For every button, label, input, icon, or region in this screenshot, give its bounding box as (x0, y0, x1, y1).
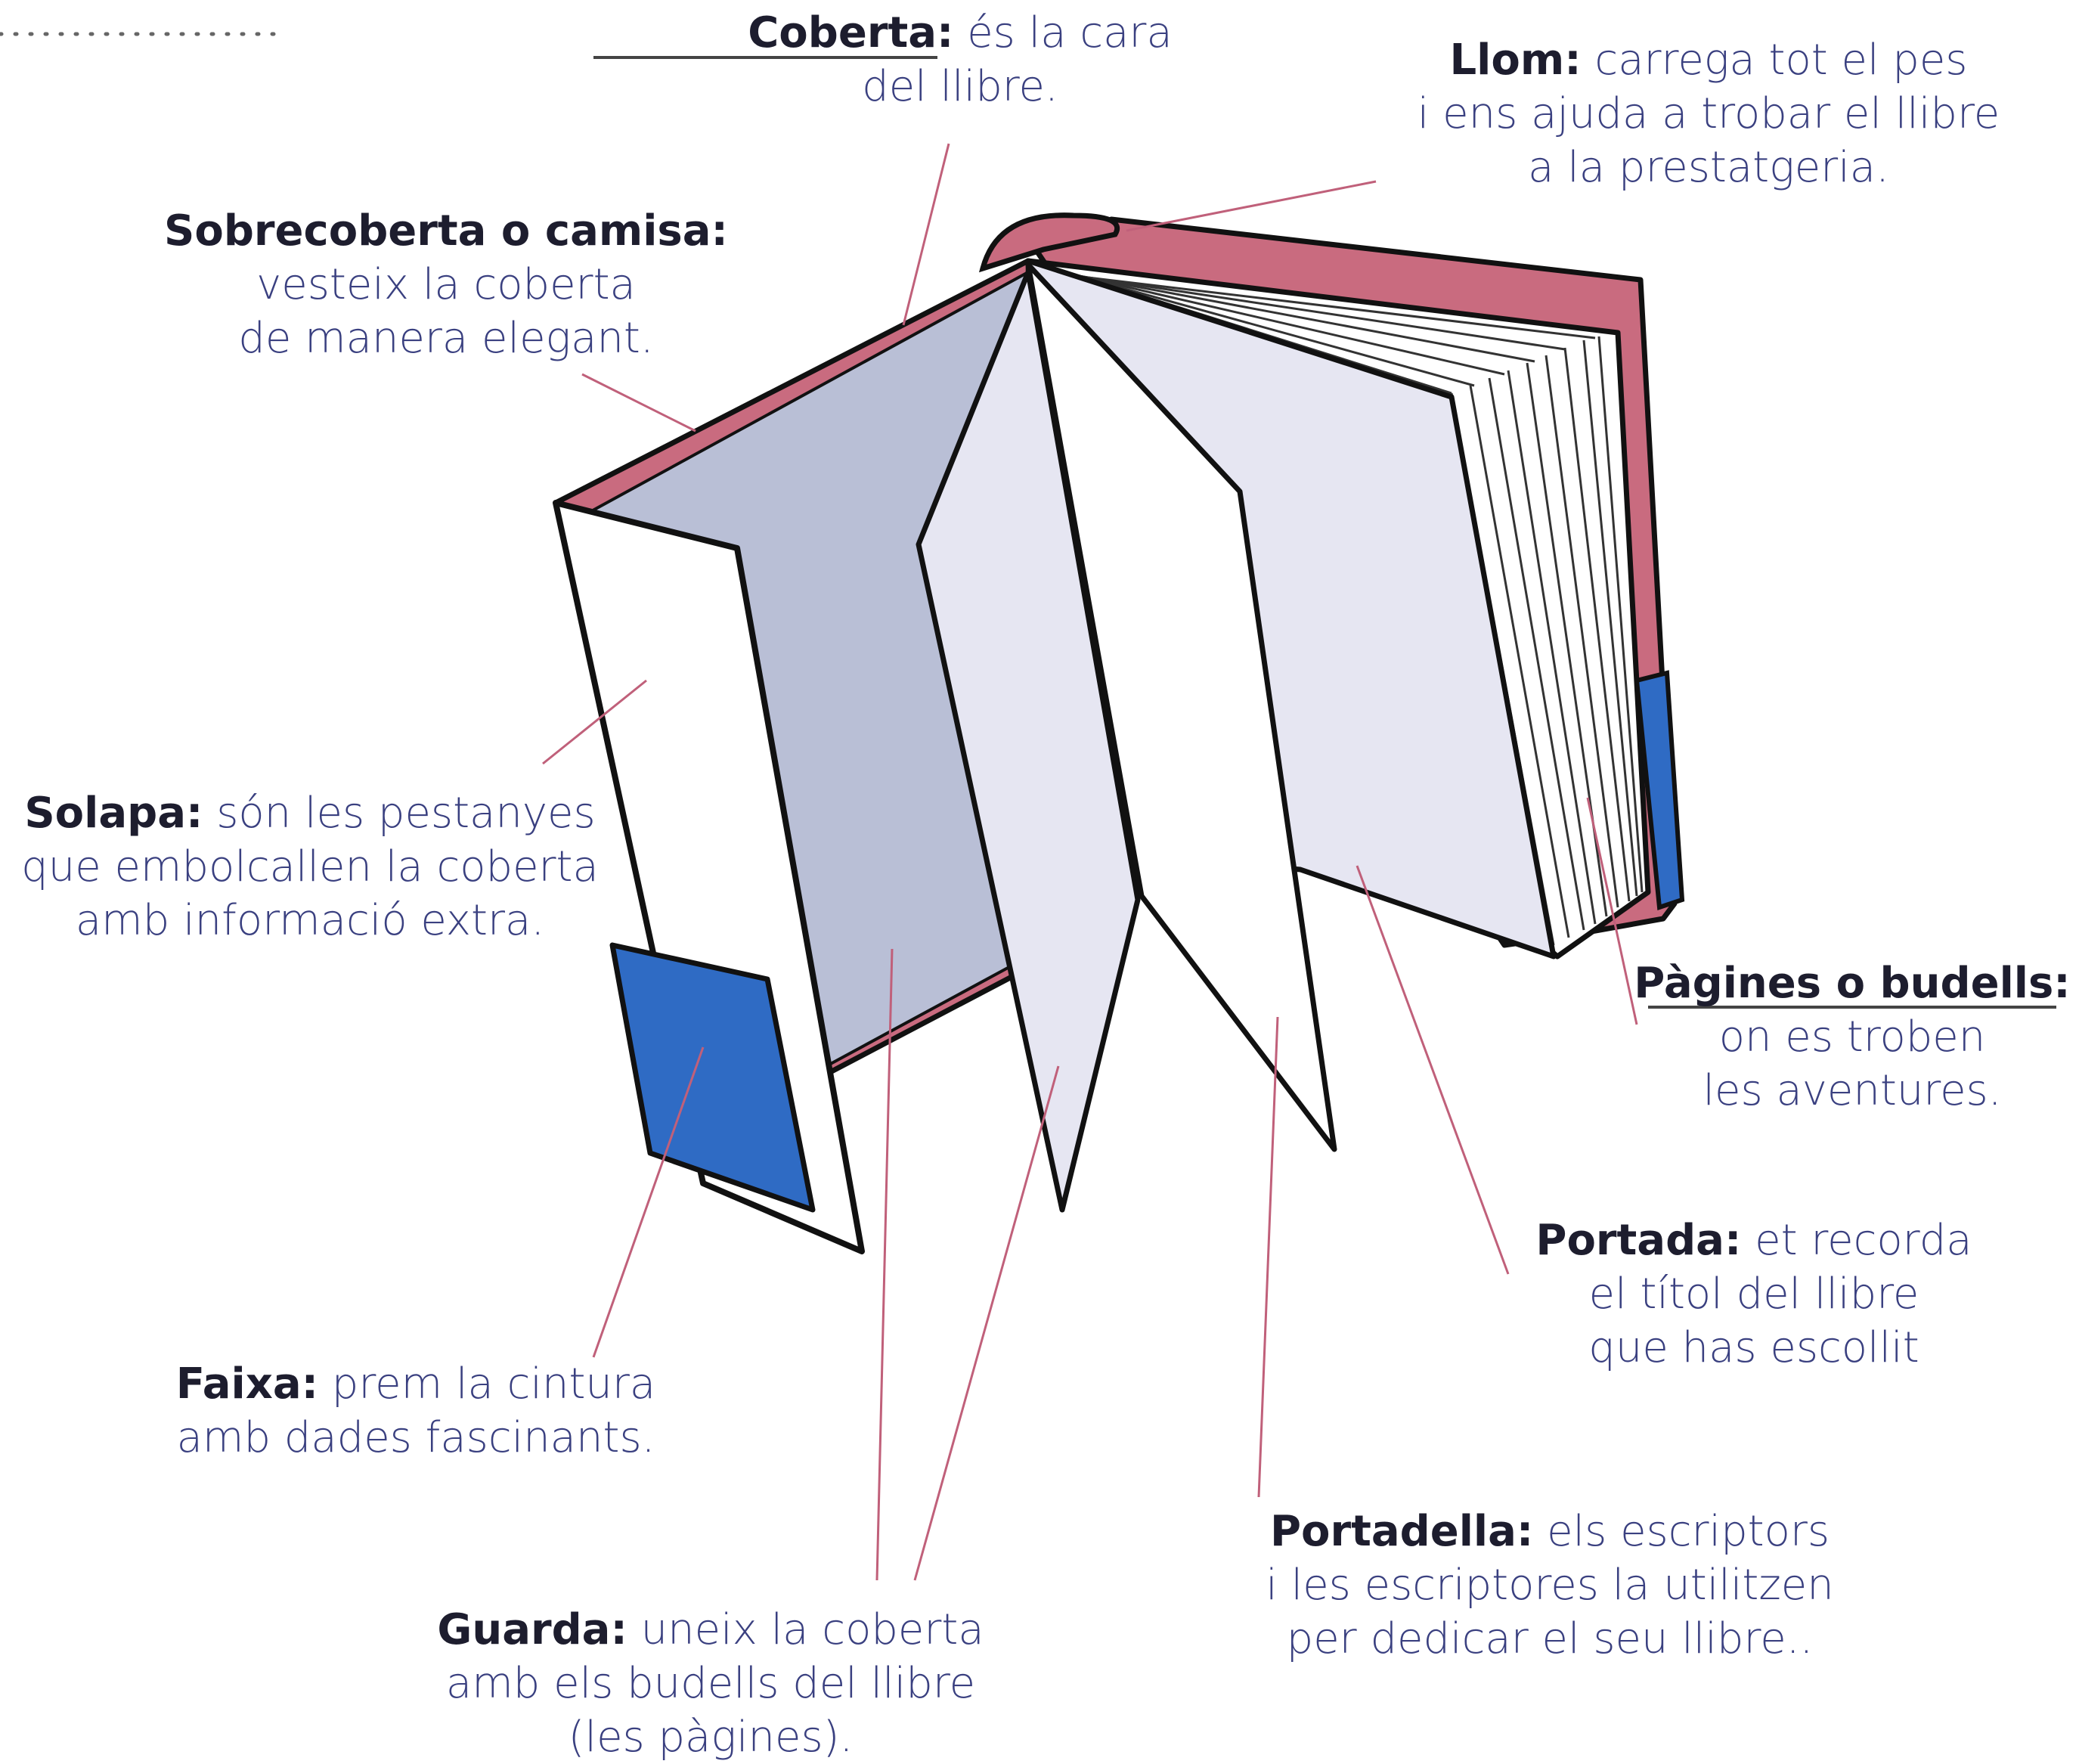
term-sobrecoberta: Sobrecoberta o camisa: (164, 206, 728, 256)
desc-guarda-2: amb els budells del llibre (445, 1659, 976, 1708)
leader-llom (1126, 180, 1377, 232)
label-guarda: Guarda: uneix la coberta amb els budells… (408, 1603, 1013, 1764)
desc-portada-3: que has escollit (1588, 1323, 1919, 1372)
desc-coberta-2: del llibre. (862, 62, 1058, 111)
label-portada: Portada: et recorda el títol del llibre … (1497, 1214, 2011, 1375)
term-guarda: Guarda: (437, 1605, 627, 1654)
desc-solapa-1: són les pestanyes (203, 789, 596, 838)
desc-sobrecoberta-1: vesteix la coberta (256, 260, 636, 309)
desc-llom-2: i ens ajuda a trobar el llibre (1417, 89, 2000, 138)
desc-coberta-1: és la cara (953, 8, 1173, 57)
desc-solapa-2: que embolcallen la coberta (21, 842, 599, 891)
desc-portada-1: et recorda (1741, 1216, 1972, 1265)
desc-faixa-2: amb dades fascinants. (176, 1413, 655, 1462)
term-faixa: Faixa: (175, 1359, 318, 1409)
desc-portadella-2: i les escriptores la utilitzen (1266, 1561, 1834, 1610)
leader-guarda-2 (913, 1065, 1060, 1581)
leader-guarda (875, 948, 894, 1581)
desc-guarda-3: (les pàgines). (568, 1713, 854, 1762)
term-coberta: Coberta: (748, 8, 954, 57)
belly-band (609, 942, 816, 1213)
desc-pagines-2: les aventures. (1703, 1066, 2002, 1115)
leader-lines (542, 143, 1638, 1581)
desc-llom-3: a la prestatgeria. (1528, 143, 1889, 192)
label-solapa: Solapa: són les pestanyes que embolcalle… (8, 786, 612, 947)
label-coberta: Coberta: és la cara del llibre. (741, 6, 1179, 113)
label-llom: Llom: carrega tot el pes i ens ajuda a t… (1414, 33, 2003, 194)
desc-faixa-1: prem la cintura (318, 1359, 656, 1409)
leader-portadella (1257, 1016, 1279, 1498)
guard-leaf (916, 269, 1141, 1213)
spine-top (978, 212, 1120, 273)
label-pagines: Pàgines o budells: on es troben les aven… (1625, 956, 2079, 1118)
leader-solapa (542, 679, 647, 765)
leader-sobrecoberta (581, 373, 696, 432)
desc-solapa-3: amb informació extra. (75, 896, 545, 945)
leader-pagines (1586, 797, 1638, 1025)
term-solapa: Solapa: (24, 789, 203, 838)
desc-guarda-1: uneix la coberta (627, 1605, 984, 1654)
leader-faixa (592, 1046, 705, 1358)
half-title-page (1025, 262, 1337, 1152)
desc-portadella-1: els escriptors (1533, 1507, 1830, 1556)
term-pagines: Pàgines o budells: (1634, 959, 2071, 1008)
desc-portadella-3: per dedicar el seu llibre.. (1286, 1614, 1814, 1663)
label-sobrecoberta: Sobrecoberta o camisa: vesteix la cobert… (129, 204, 764, 365)
desc-sobrecoberta-2: de manera elegant. (238, 314, 654, 363)
right-band (1634, 670, 1685, 911)
desc-portada-2: el títol del llibre (1588, 1270, 1919, 1319)
desc-pagines-1: on es troben (1718, 1012, 1986, 1062)
label-portadella: Portadella: els escriptors i les escript… (1247, 1505, 1852, 1666)
leader-portada (1356, 865, 1510, 1275)
desc-llom-1: carrega tot el pes (1581, 36, 1968, 85)
label-faixa: Faixa: prem la cintura amb dades fascina… (159, 1357, 673, 1465)
term-llom: Llom: (1449, 36, 1582, 85)
term-portadella: Portadella: (1269, 1507, 1534, 1556)
term-portada: Portada: (1535, 1216, 1742, 1265)
leader-coberta (902, 143, 950, 326)
